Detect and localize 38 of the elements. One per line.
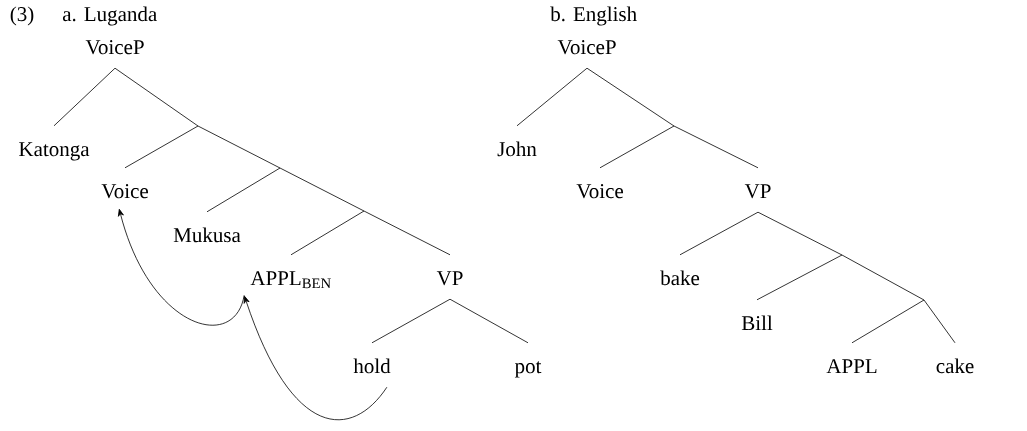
branch-line	[851, 299, 925, 344]
tree-node-label: Bill	[741, 315, 773, 331]
branch-line	[53, 67, 116, 127]
tree-node-label: cake	[936, 358, 974, 374]
branch-line	[516, 67, 588, 127]
tree-node-label: VP	[744, 184, 771, 199]
branch-line	[586, 67, 675, 127]
tree-node-label: Mukusa	[173, 227, 241, 243]
branch-line	[371, 298, 451, 344]
tree-node-label: APPL$_{BEN}$	[250, 271, 331, 289]
branch-line	[673, 125, 759, 169]
branch-line	[449, 298, 529, 344]
branch-line	[290, 210, 365, 256]
tree-node-label: Voice	[576, 184, 623, 199]
branch-line	[679, 211, 759, 256]
branch-line	[756, 254, 843, 301]
branch-line	[363, 210, 451, 256]
example-label: b. English	[550, 6, 637, 26]
movement-arrow	[118, 208, 245, 326]
tree-node-label: bake	[660, 270, 700, 286]
tree-node-label: VoiceP	[557, 40, 616, 55]
branch-line	[599, 125, 675, 169]
tree-node-label: VoiceP	[85, 40, 144, 55]
tree-node-label: hold	[353, 358, 391, 374]
movement-arrow	[243, 295, 388, 420]
branch-line	[124, 125, 199, 169]
tree-node-label: APPL	[826, 359, 877, 373]
example-label: a. Luganda	[62, 6, 157, 26]
tree-node-label: VP	[436, 271, 463, 286]
tree-node-label: Voice	[101, 184, 148, 199]
tree-node-label: Katonga	[19, 142, 90, 161]
tree-node-label: pot	[514, 361, 542, 378]
branch-line	[923, 299, 956, 344]
branch-line	[757, 211, 843, 256]
tree-node-label: John	[497, 141, 537, 157]
example-label: (3)	[10, 6, 34, 26]
branch-line	[114, 67, 199, 127]
branch-line	[206, 167, 281, 213]
